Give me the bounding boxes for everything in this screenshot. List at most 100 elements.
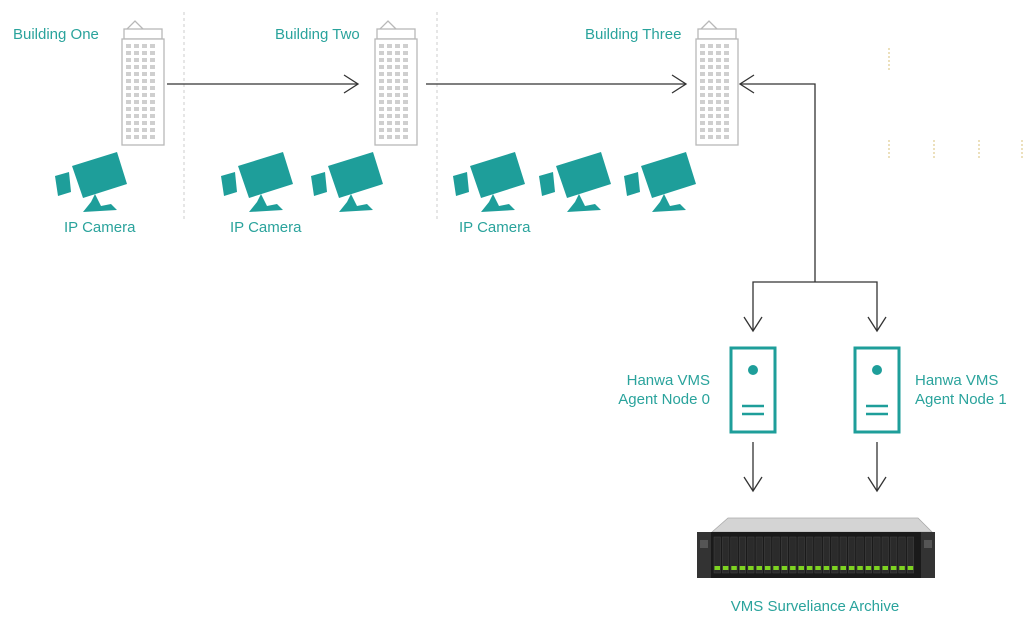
drive-bay [780,536,788,574]
building-window [395,114,400,118]
building-window [134,121,139,125]
drive-led [798,566,804,570]
building-window [700,72,705,76]
drive-bay [730,536,738,574]
building-window [126,79,131,83]
building-window [708,114,713,118]
building-window [700,93,705,97]
building-window [700,79,705,83]
building-window [134,72,139,76]
building-window [716,65,721,69]
building-window [142,58,147,62]
archive-label: VMS Surveliance Archive [730,598,900,615]
building-window [403,135,408,139]
building-window [708,65,713,69]
building-window [724,86,729,90]
building-window [403,44,408,48]
building-window [403,79,408,83]
building-label-two: Building Two [275,26,360,43]
building-window [724,79,729,83]
drive-led [773,566,779,570]
building-window [387,135,392,139]
building-window [142,107,147,111]
building-window [700,114,705,118]
building-window [126,58,131,62]
building-window [395,51,400,55]
drive-bay [772,536,780,574]
drive-led [848,566,855,570]
building-window [716,114,721,118]
building-window [379,135,384,139]
building-window [403,121,408,125]
building-window [134,86,139,90]
drive-bay [881,536,889,574]
building-window [379,51,384,55]
building-label-three: Building Three [585,26,682,43]
building-window [150,107,155,111]
building-window [716,107,721,111]
building-window [700,51,705,55]
building-window [700,86,705,90]
decorative-dashes [888,48,1023,160]
building-window [379,128,384,132]
connector-line [752,281,878,330]
building-window [724,128,729,132]
building-window [403,107,408,111]
building-window [395,79,400,83]
drive-bay [738,536,746,574]
building-window [142,51,147,55]
drive-led [907,566,914,570]
camera-group-label: IP Camera [64,219,136,236]
drive-led [815,566,821,570]
drive-bay [722,536,730,574]
building-window [387,121,392,125]
drive-led [806,566,813,570]
building-window [700,135,705,139]
building-window [708,51,713,55]
server-icon [853,346,901,434]
building-window [379,100,384,104]
drive-led [781,566,788,570]
building-window [150,93,155,97]
building-window [724,135,729,139]
building-window [134,93,139,97]
building-window [708,72,713,76]
building-window [150,58,155,62]
building-window [134,51,139,55]
drive-bay [747,536,755,574]
building-window [403,93,408,97]
drive-led [832,566,838,570]
building-window [142,79,147,83]
building-window [403,58,408,62]
building-window [126,128,131,132]
building-window [724,72,729,76]
camera-group-label: IP Camera [459,219,531,236]
drive-bay [864,536,872,574]
camera-group-label: IP Camera [230,219,302,236]
building-window [387,86,392,90]
building-window [708,86,713,90]
building-window [700,100,705,104]
building-window [142,44,147,48]
building-window [387,72,392,76]
building-window [126,72,131,76]
camera-icon [453,152,525,212]
building-window [150,72,155,76]
building-window [134,135,139,139]
drive-led [890,566,897,570]
drive-led [756,566,762,570]
building-window [387,58,392,62]
drive-bay [873,536,881,574]
building-window [716,128,721,132]
drive-bay [764,536,772,574]
building-window [150,86,155,90]
building-window [716,79,721,83]
building-window [395,128,400,132]
building-window [142,86,147,90]
building-window [716,121,721,125]
building-window [387,44,392,48]
building-window [150,114,155,118]
building-window [708,58,713,62]
building-window [395,65,400,69]
building-window [142,65,147,69]
